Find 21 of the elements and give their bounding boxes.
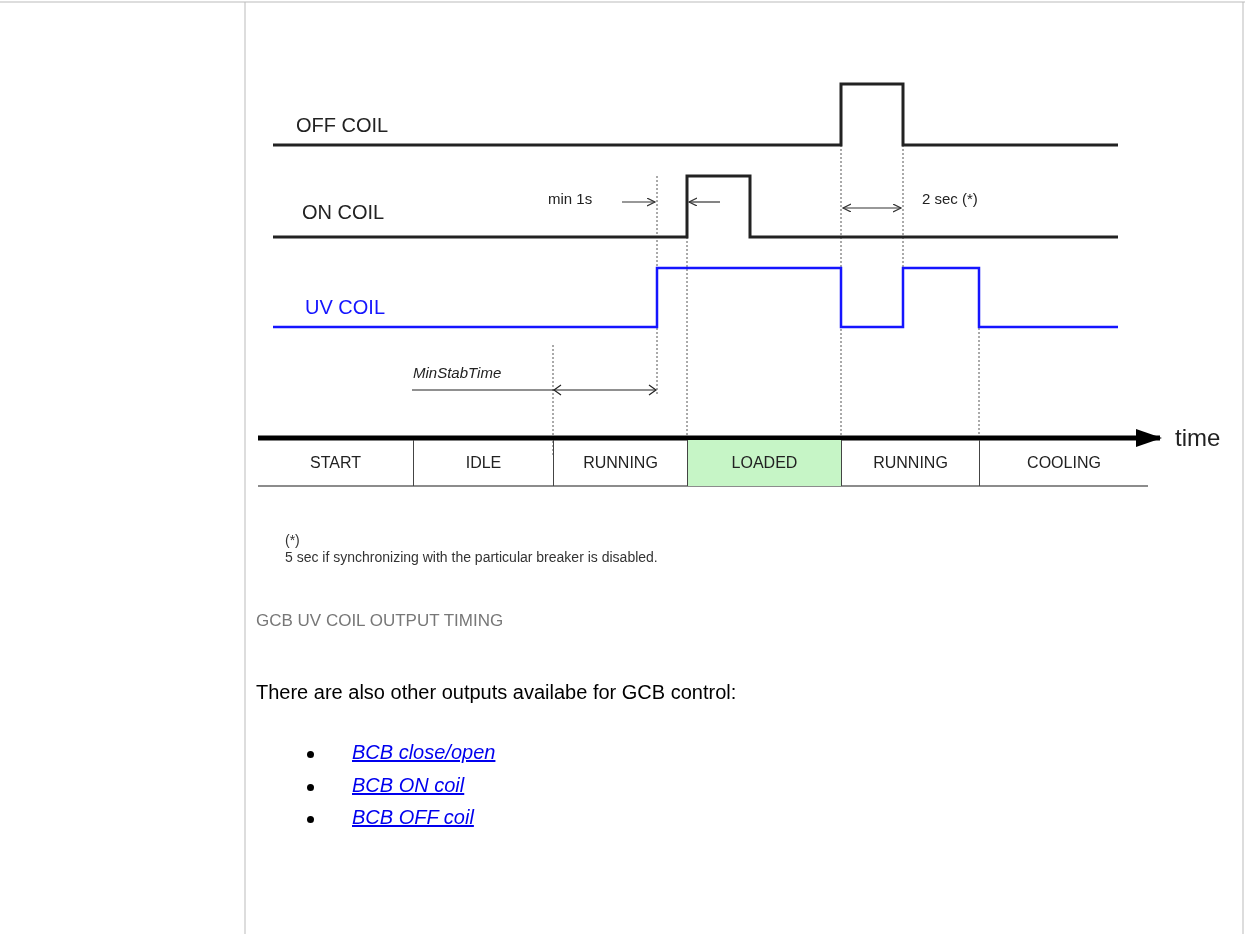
signal-name: ON COIL [302, 201, 385, 224]
signal-name: OFF COIL [296, 114, 389, 137]
footnote-text: 5 sec if synchronizing with the particular breaker is disabled. [285, 549, 659, 566]
timing-note: MinStabTime [413, 364, 502, 381]
timing-note: 2 sec (*) [922, 190, 978, 207]
state-cell [687, 440, 841, 486]
link: BCB close/open [352, 741, 496, 764]
link: BCB OFF coil [352, 806, 474, 829]
caption: GCB UV COIL OUTPUT TIMING [256, 611, 504, 631]
link: BCB ON coil [352, 774, 465, 797]
state-name: START [310, 454, 361, 472]
state-name: COOLING [1027, 454, 1101, 472]
timing-note: min 1s [548, 190, 593, 207]
signal-name: UV COIL [305, 296, 386, 319]
state-name: RUNNING [583, 454, 658, 472]
state-name: RUNNING [873, 454, 948, 472]
paragraph: There are also other outputs availabe for GCB control: [256, 681, 737, 704]
axis-label: time [1175, 424, 1221, 452]
state-name: IDLE [465, 454, 502, 472]
state-name: LOADED [731, 454, 798, 472]
footnote-mark: (*) [285, 532, 300, 548]
